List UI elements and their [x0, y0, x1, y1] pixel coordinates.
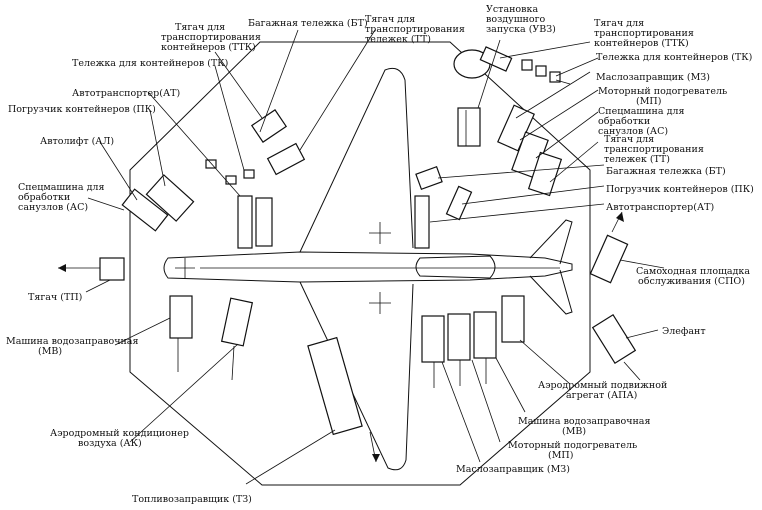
- vehicle-ak: [220, 297, 254, 347]
- vehicle-pk-left: [145, 174, 195, 222]
- label-bt-top: Багажная тележка (БТ): [248, 18, 368, 29]
- label-ak-2: воздуха (АК): [78, 438, 142, 449]
- vehicle-tk-left-1: [205, 159, 217, 169]
- label-mz-bottom: Маслозаправщик (МЗ): [456, 464, 570, 475]
- label-as-right-1: Спецмашина для: [598, 106, 684, 117]
- label-tt-top-1: Тягач для: [365, 14, 415, 25]
- label-ttk-right-3: контейнеров (ТТК): [594, 38, 689, 49]
- label-mp-right-2: (МП): [636, 96, 661, 107]
- label-ttk-left-3: контейнеров (ТТК): [161, 42, 256, 53]
- vehicle-tk-right-3: [549, 71, 561, 83]
- label-mv-left-1: Машина водозаправочная: [6, 336, 138, 347]
- label-spo-1: Самоходная площадка: [636, 266, 750, 277]
- vehicle-ttk-right: [479, 46, 513, 72]
- vehicle-spo: [589, 234, 629, 284]
- label-bt-right: Багажная тележка (БТ): [606, 166, 726, 177]
- vehicle-pk-right: [445, 185, 473, 221]
- service-area-boundary: [129, 41, 591, 486]
- leader-lines: [85, 29, 665, 485]
- label-as-left-2: обработки: [18, 192, 70, 203]
- label-ttk-right-1: Тягач для: [594, 18, 644, 29]
- label-ttk-right-2: транспортирования: [594, 28, 694, 39]
- label-tt-top-3: тележек (ТТ): [365, 34, 431, 45]
- vehicle-tk-left-2: [225, 175, 237, 185]
- label-apa-2: агрегат (АПА): [566, 390, 637, 401]
- label-pk-left: Погрузчик контейнеров (ПК): [8, 104, 156, 115]
- vehicle-tp-left: [99, 257, 125, 281]
- label-uvz-1: Установка: [486, 4, 538, 15]
- label-ak-1: Аэродромный кондиционер: [50, 428, 189, 439]
- label-uvz-2: воздушного: [486, 14, 546, 25]
- label-tt-right-3: тележек (ТТ): [604, 154, 670, 165]
- vehicle-mp-bottom: [447, 313, 471, 361]
- label-mp-right-1: Моторный подогреватель: [598, 86, 727, 97]
- vehicle-bt-right: [415, 165, 443, 191]
- label-mz-right: Маслозаправщик (МЗ): [596, 72, 710, 83]
- label-tk-left: Тележка для контейнеров (ТК): [72, 58, 228, 69]
- vehicle-tz: [307, 336, 363, 436]
- vehicle-mz-right: [457, 107, 481, 147]
- vehicle-ttk-left: [250, 109, 288, 143]
- vehicle-mv-right: [473, 311, 497, 359]
- label-tt-right-2: транспортирования: [604, 144, 704, 155]
- label-tt-top-2: транспортирования: [365, 24, 465, 35]
- label-as-left-1: Спецмашина для: [18, 182, 104, 193]
- vehicle-tk-right-1: [521, 59, 533, 71]
- label-elefant: Элефант: [662, 326, 706, 337]
- vehicle-as-left: [121, 188, 169, 232]
- aircraft: [163, 67, 573, 471]
- vehicle-tt-left: [266, 142, 306, 176]
- label-tp-left: Тягач (ТП): [28, 292, 82, 303]
- label-ttk-left-2: транспортирования: [161, 32, 261, 43]
- label-mp-bottom-1: Моторный подогреватель: [508, 440, 637, 451]
- vehicle-tk-right-2: [535, 65, 547, 77]
- label-mv-right-1: Машина водозаправочная: [518, 416, 650, 427]
- label-tk-right: Тележка для контейнеров (ТК): [596, 52, 752, 63]
- label-ttk-left-1: Тягач для: [175, 22, 225, 33]
- label-tt-right-1: Тягач для: [604, 134, 654, 145]
- label-at-right: Автотранспортер(АТ): [606, 202, 714, 213]
- vehicle-apa: [501, 295, 525, 343]
- label-at-left: Автотранспортер(АТ): [72, 88, 180, 99]
- label-mv-right-2: (МВ): [562, 426, 586, 437]
- label-uvz-3: запуска (УВЗ): [486, 24, 556, 35]
- label-as-left-3: санузлов (АС): [18, 202, 88, 213]
- vehicles: [99, 46, 637, 436]
- reference-marks: [175, 222, 391, 314]
- vehicle-mz-bottom: [421, 315, 445, 363]
- label-as-right-2: обработки: [598, 116, 650, 127]
- labels: Багажная тележка (БТ) Тягач для транспор…: [6, 4, 754, 505]
- label-al-left: Автолифт (АЛ): [40, 136, 114, 147]
- vehicle-at-left: [237, 195, 253, 249]
- vehicle-mv-left: [169, 295, 193, 339]
- vehicle-at-right: [414, 195, 430, 249]
- label-spo-2: обслуживания (СПО): [638, 276, 745, 287]
- label-tz: Топливозаправщик (ТЗ): [132, 494, 252, 505]
- label-as-right-3: санузлов (АС): [598, 126, 668, 137]
- label-mp-bottom-2: (МП): [548, 450, 573, 461]
- vehicle-al-left: [255, 197, 273, 247]
- label-apa-1: Аэродромный подвижной: [538, 380, 667, 391]
- label-pk-right: Погрузчик контейнеров (ПК): [606, 184, 754, 195]
- movement-arrows: [58, 79, 641, 463]
- label-mv-left-2: (МВ): [38, 346, 62, 357]
- vehicle-elefant: [591, 314, 637, 364]
- vehicle-tk-left-3: [243, 169, 255, 179]
